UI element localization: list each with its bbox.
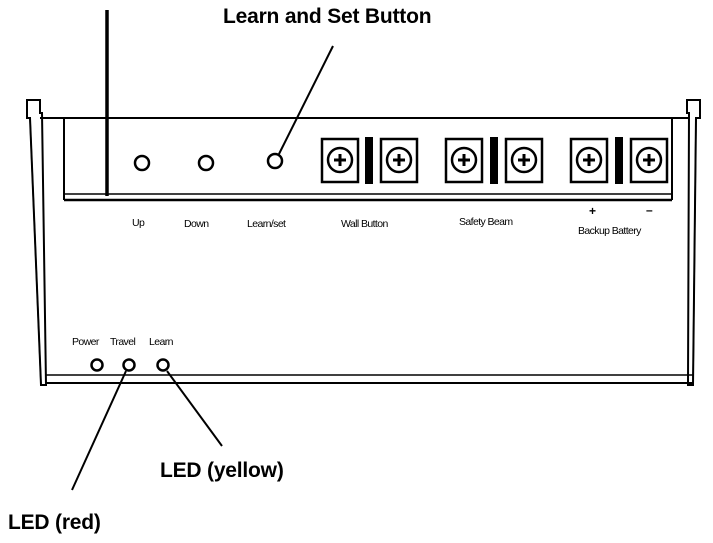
panel-housing xyxy=(26,99,701,386)
travel-led xyxy=(122,358,136,372)
up-button[interactable] xyxy=(133,154,151,172)
led-yellow-callout: LED (yellow) xyxy=(160,459,284,482)
learn-led xyxy=(156,358,170,372)
learn-set-button-callout: Learn and Set Button xyxy=(223,5,432,28)
down-label: Down xyxy=(184,218,209,230)
learn-led-label: Learn xyxy=(149,336,173,348)
safety-beam-label: Safety Beam xyxy=(459,216,513,228)
led-red-callout: LED (red) xyxy=(8,511,101,534)
backup-plus-label: + xyxy=(589,204,597,218)
safety-beam-terminals xyxy=(444,137,544,184)
power-led-label: Power xyxy=(72,336,99,348)
backup-battery-label: Backup Battery xyxy=(578,225,641,237)
learn-set-button[interactable] xyxy=(266,152,284,170)
wall-button-terminals xyxy=(320,137,419,184)
led-yellow-leader-line xyxy=(166,370,223,447)
backup-minus-label: – xyxy=(646,203,653,217)
power-led xyxy=(90,358,104,372)
down-button[interactable] xyxy=(197,154,215,172)
up-label: Up xyxy=(132,217,145,229)
control-plate xyxy=(63,118,673,202)
learn-set-leader-line xyxy=(278,45,334,155)
travel-led-label: Travel xyxy=(110,336,136,348)
backup-battery-terminals xyxy=(569,137,669,184)
led-red-leader-line xyxy=(71,370,127,491)
wall-button-label: Wall Button xyxy=(341,218,388,230)
learn-set-label: Learn/set xyxy=(247,218,286,230)
